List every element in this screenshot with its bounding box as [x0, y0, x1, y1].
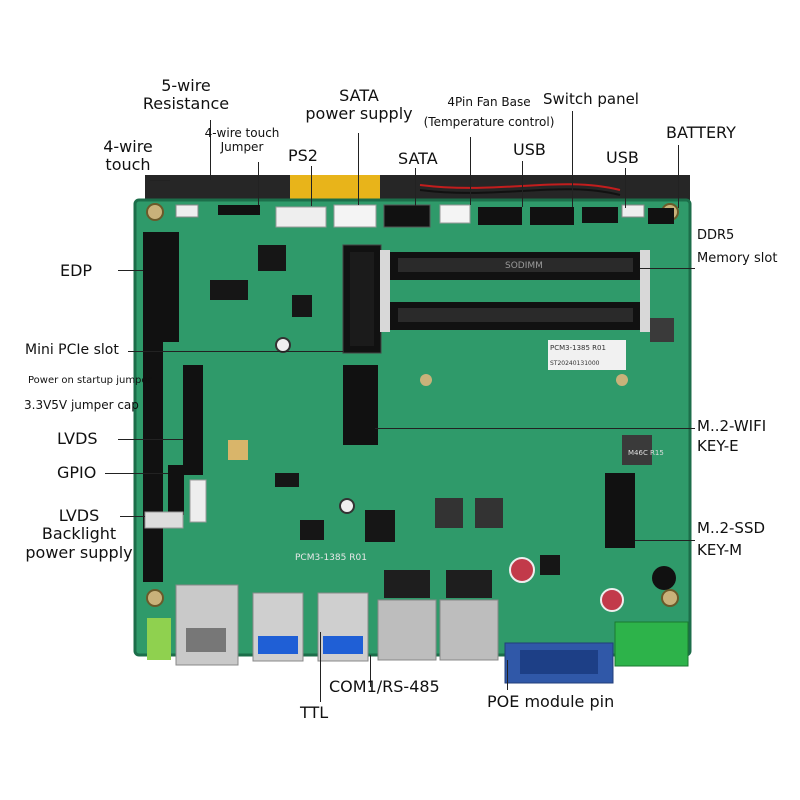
- label-jumper-cap: 3.3V5V jumper cap: [24, 398, 139, 412]
- chip: [275, 473, 299, 487]
- label-4-wire-touch: 4-wire touch: [92, 137, 164, 175]
- capacitor: [600, 588, 624, 612]
- audio-jack: [147, 618, 171, 660]
- connector-battery: [621, 204, 645, 218]
- mounting-hole: [616, 374, 628, 386]
- label-sata-power-supply: SATA power supply: [298, 86, 420, 124]
- chip: [258, 245, 286, 271]
- mounting-hole: [146, 589, 164, 607]
- battery-wire-red: [419, 183, 621, 191]
- label-ps2: PS2: [288, 146, 318, 165]
- label-m2-wifi: M..2-WIFI KEY-E: [697, 417, 767, 456]
- label-usb-top: USB: [513, 140, 546, 159]
- label-backlight-line1: LVDS: [58, 506, 100, 525]
- label-5-wire-line1: 5-wire: [161, 76, 211, 95]
- hdmi-dp-port: [175, 584, 239, 666]
- label-gpio: GPIO: [57, 463, 97, 482]
- label-sata: SATA: [398, 149, 438, 168]
- label-jumper-line2: Jumper: [220, 139, 264, 154]
- mounting-hole: [146, 203, 164, 221]
- yellow-tape: [290, 175, 380, 199]
- label-ttl: TTL: [300, 703, 329, 722]
- chip: [300, 520, 324, 540]
- label-backlight-line3: power supply: [25, 542, 133, 562]
- power-terminal: [614, 621, 689, 667]
- label-edp: EDP: [60, 261, 93, 280]
- silkscreen-bottom: PCM3-1385 R01: [295, 553, 367, 563]
- connector-ps2: [275, 206, 327, 228]
- chip-text: M46C R15: [628, 449, 664, 457]
- battery-wire-black: [419, 188, 621, 196]
- label-4pin-fan: 4Pin Fan Base (Temperature control): [413, 95, 565, 130]
- connector-fan: [439, 204, 471, 224]
- label-m2-ssd-line2: KEY-M: [697, 541, 743, 560]
- label-lvds-backlight-power: LVDS Backlight power supply: [18, 506, 140, 562]
- sodimm-latch: [380, 250, 390, 332]
- chip: [622, 435, 652, 465]
- label-lvds: LVDS: [57, 429, 98, 448]
- lan-port: [377, 599, 437, 661]
- capacitor: [509, 557, 535, 583]
- connector-lvds: [183, 365, 203, 475]
- label-fan-line1: 4Pin Fan Base: [447, 95, 531, 109]
- chip: [650, 318, 674, 342]
- silkscreen-model: PCM3-1385 R01: [550, 344, 606, 352]
- m2-slot-ssd: [605, 473, 635, 548]
- label-sata-power-line1: SATA: [339, 86, 379, 105]
- lan-port: [439, 599, 499, 661]
- connector-gpio: [168, 465, 184, 515]
- label-4-wire-line1: 4-wire: [103, 137, 153, 156]
- chip: [228, 440, 248, 460]
- label-5-wire-resistance: 5-wire Resistance: [136, 76, 236, 114]
- sodimm-text: SODIMM: [505, 261, 543, 271]
- mounting-hole: [339, 498, 355, 514]
- label-backlight-line2: Backlight: [41, 524, 117, 544]
- label-fan-line2: (Temperature control): [423, 114, 555, 129]
- mounting-hole: [420, 374, 432, 386]
- connector-usb-header-2: [582, 207, 618, 223]
- connector-switch-panel: [530, 207, 574, 225]
- label-power-on-jumper: Power on startup jumper: [28, 375, 152, 386]
- chip: [292, 295, 312, 317]
- chip: [210, 280, 248, 300]
- label-poe-module-pin: POE module pin: [487, 692, 615, 711]
- label-com1-rs485: COM1/RS-485: [329, 677, 440, 696]
- connector-sata-power: [333, 204, 377, 228]
- label-m2-ssd: M..2-SSD KEY-M: [697, 519, 766, 560]
- label-4-wire-line2: touch: [105, 155, 151, 175]
- sodimm-latch: [640, 250, 650, 332]
- label-5-wire-line2: Resistance: [142, 94, 230, 114]
- chip: [540, 555, 560, 575]
- chip: [365, 510, 395, 542]
- label-m2-ssd-line1: M..2-SSD: [697, 519, 766, 537]
- m2-slot-wifi: [343, 365, 378, 445]
- label-battery: BATTERY: [666, 123, 736, 142]
- label-m2-wifi-line1: M..2-WIFI: [697, 417, 767, 435]
- label-4-wire-touch-jumper: 4-wire touch Jumper: [192, 126, 292, 155]
- mounting-hole: [661, 589, 679, 607]
- chip: [475, 498, 503, 528]
- label-switch-panel: Switch panel: [543, 90, 639, 108]
- label-m2-wifi-line2: KEY-E: [697, 437, 739, 456]
- mounting-hole: [275, 337, 291, 353]
- connector-backlight: [189, 479, 207, 523]
- silkscreen-serial: ST20240131000: [550, 360, 600, 367]
- label-mini-pcie-slot: Mini PCIe slot: [25, 342, 119, 358]
- label-sata-power-line2: power supply: [305, 104, 413, 124]
- connector-usb-header: [478, 207, 522, 225]
- label-usb-right: USB: [606, 148, 639, 167]
- label-ddr5: DDR5: [697, 228, 735, 243]
- label-memory-slot: Memory slot: [697, 251, 778, 266]
- connector-pins: [648, 208, 674, 224]
- label-jumper-line1: 4-wire touch: [204, 126, 280, 140]
- chip: [435, 498, 463, 528]
- connector-jumper: [218, 205, 260, 215]
- connector-4wire: [175, 204, 199, 218]
- buzzer: [652, 566, 676, 590]
- connector-sata: [383, 204, 431, 228]
- connector-edp: [143, 232, 163, 582]
